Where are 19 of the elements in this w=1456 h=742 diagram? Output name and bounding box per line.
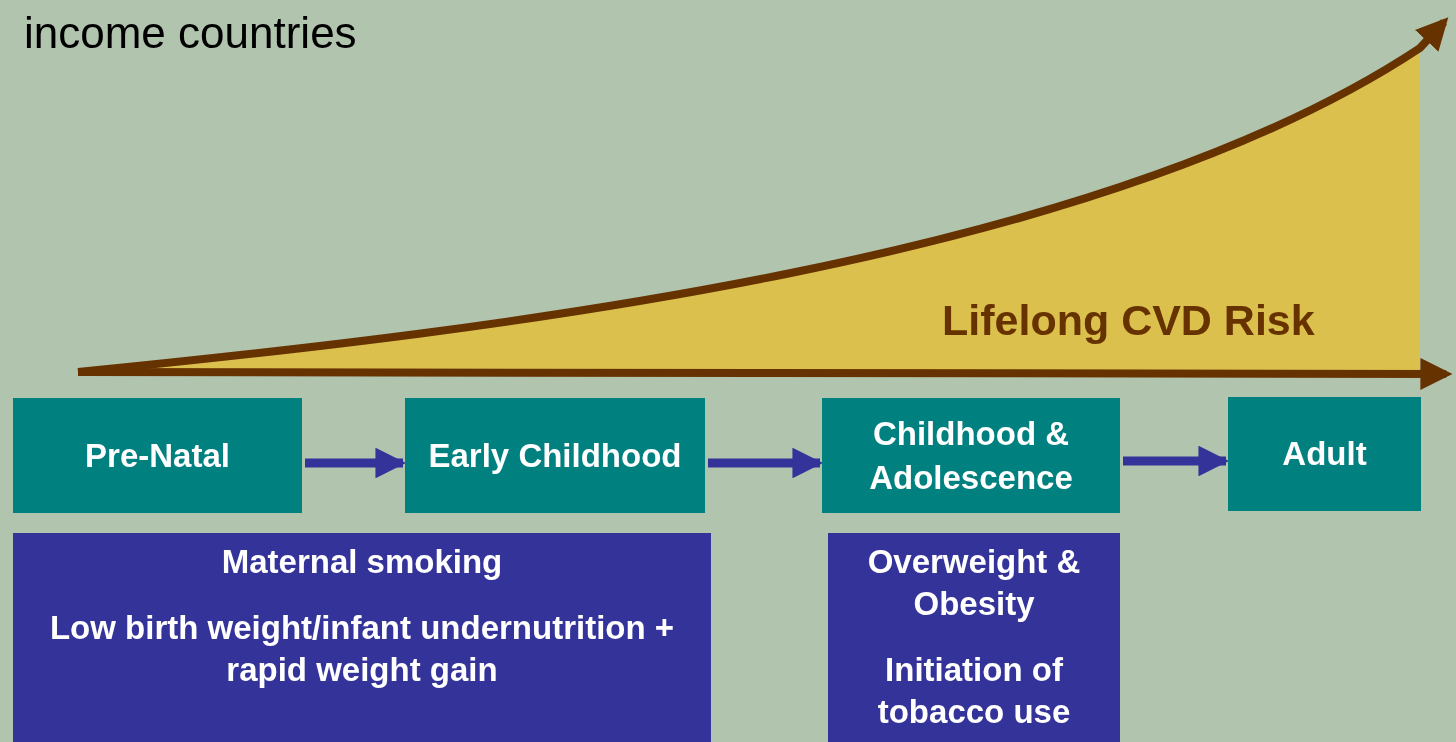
node-text: Early Childhood	[428, 435, 682, 476]
node-text: Adult	[1282, 434, 1367, 474]
arrow	[708, 447, 824, 479]
node-text: Pre-Natal	[85, 435, 230, 476]
risk-factor-box	[13, 533, 711, 742]
node-text: Childhood & Adolescence	[868, 413, 1074, 498]
curve-label: Lifelong CVD Risk	[942, 296, 1315, 345]
node-text: Maternal smoking	[221, 542, 503, 582]
arrow	[305, 447, 407, 479]
page-heading: income countries	[24, 8, 357, 58]
stage-box	[13, 398, 302, 513]
arrow	[1123, 445, 1230, 477]
node-text: Low birth weight/infant undernutrition + rapid weight gain	[48, 608, 676, 690]
node-text: Initiation of tobacco use	[876, 650, 1072, 732]
node-text: Overweight & Obesity	[866, 542, 1082, 624]
risk-factor-box	[828, 533, 1120, 742]
stage-box	[822, 398, 1120, 513]
stage-box	[405, 398, 705, 513]
stage-box	[1228, 397, 1421, 511]
